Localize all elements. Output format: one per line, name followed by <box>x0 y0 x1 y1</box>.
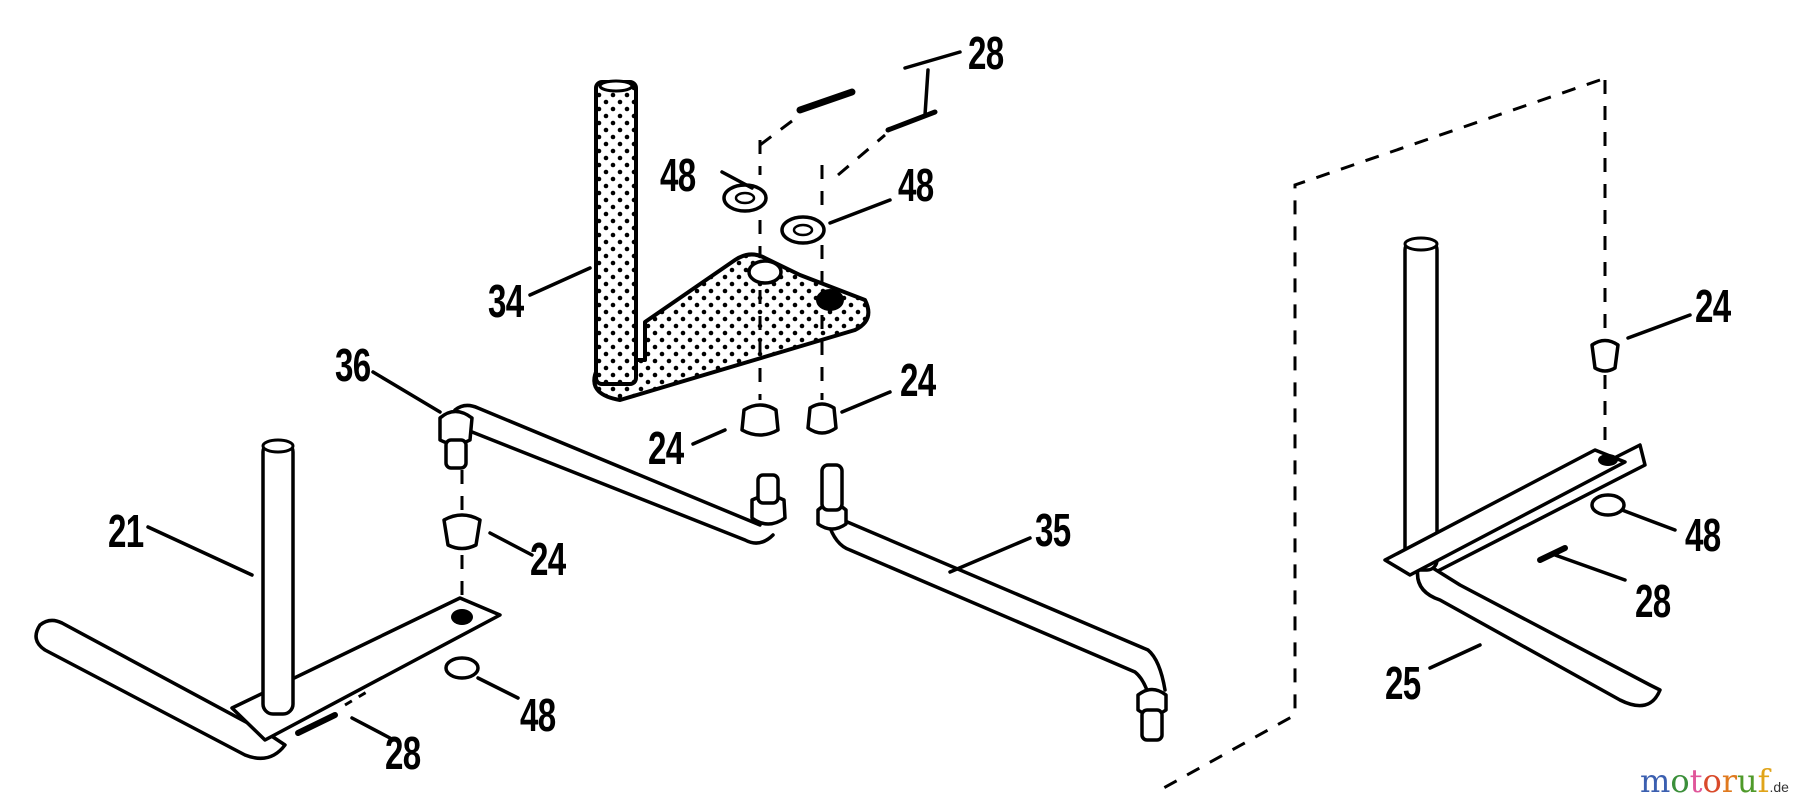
bushing-24-left <box>442 513 482 551</box>
spindle-25 <box>1383 236 1662 708</box>
cotter-pin-28-left <box>295 688 371 736</box>
callout-36: 36 <box>335 339 371 391</box>
leader-lines <box>146 50 1692 740</box>
washer-48-top-left <box>722 183 768 213</box>
callout-48-top-left: 48 <box>660 149 696 201</box>
watermark-letter: t <box>1689 762 1703 800</box>
tie-rod-36 <box>438 403 787 545</box>
steering-arm-bracket-34 <box>592 79 871 402</box>
washer-48-right <box>1590 493 1626 517</box>
callout-28-right: 28 <box>1635 575 1671 627</box>
watermark-letter: o <box>1702 762 1722 800</box>
cotter-pin-28-right <box>1537 545 1568 563</box>
bushing-24-center-right <box>806 402 838 435</box>
watermark-letter: m <box>1640 762 1671 800</box>
watermark-tld: .de <box>1769 779 1789 795</box>
tie-rod-35 <box>816 463 1168 742</box>
callout-34: 34 <box>488 275 524 327</box>
bushing-24-center-left <box>740 403 780 437</box>
washer-48-left <box>444 656 480 680</box>
bushing-24-right <box>1590 338 1620 373</box>
callout-35: 35 <box>1035 504 1071 556</box>
callout-25: 25 <box>1385 657 1421 709</box>
motoruf-watermark-logo: motoruf.de <box>1640 765 1789 797</box>
callout-28-top: 28 <box>968 27 1004 79</box>
callout-24-center-right: 24 <box>900 354 936 406</box>
callout-28-left: 28 <box>385 727 421 779</box>
watermark-letter: f <box>1757 762 1770 800</box>
callout-48-left: 48 <box>520 689 556 741</box>
watermark-letter: u <box>1737 762 1758 800</box>
callout-21: 21 <box>108 505 144 557</box>
callout-24-right: 24 <box>1695 280 1731 332</box>
cotter-pin-28-top <box>796 88 938 133</box>
watermark-letter: o <box>1670 762 1690 800</box>
callout-48-top-right: 48 <box>898 159 934 211</box>
watermark-letter: r <box>1721 762 1738 800</box>
callout-24-center-left: 24 <box>648 422 684 474</box>
callout-48-right: 48 <box>1685 509 1721 561</box>
spindle-21 <box>34 438 502 761</box>
washer-48-top-right <box>780 215 826 245</box>
callout-24-left: 24 <box>530 533 566 585</box>
